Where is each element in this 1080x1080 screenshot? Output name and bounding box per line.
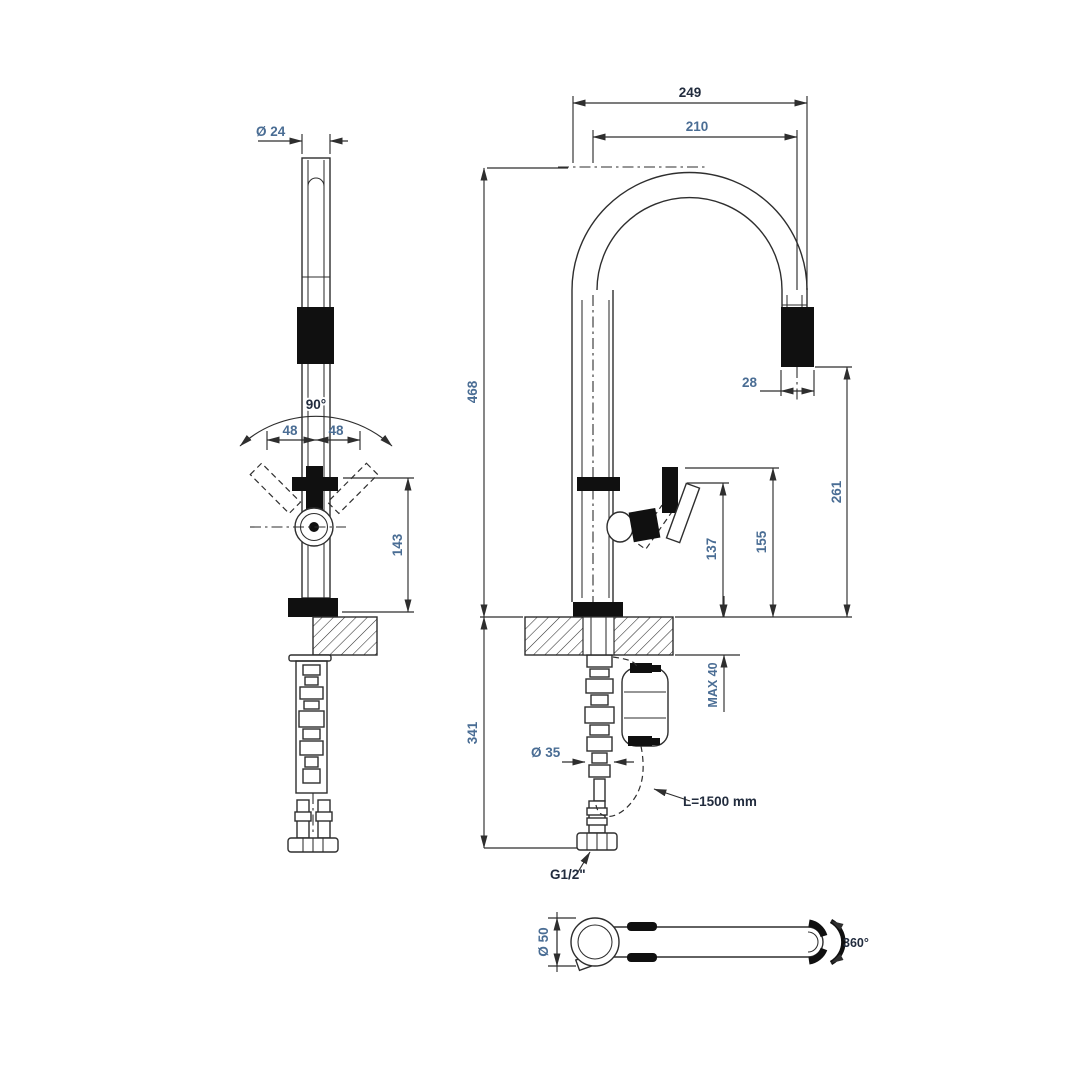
dim-swing-right-label: 48 bbox=[328, 423, 344, 438]
dim-tube-diameter-label: Ø 24 bbox=[256, 124, 286, 139]
dim-35: Ø 35 bbox=[531, 745, 634, 766]
side-shank-assembly bbox=[295, 660, 328, 836]
top-rotation-indicator: 360° bbox=[829, 919, 869, 965]
label-thread: G1/2" bbox=[550, 851, 591, 882]
front-riser-column bbox=[571, 290, 623, 617]
dim-swing-left-label: 48 bbox=[282, 423, 298, 438]
side-swing-fan: 90° 48 48 bbox=[239, 395, 393, 450]
dim-lever-height-label: 137 bbox=[704, 538, 719, 561]
front-pullout-hose bbox=[595, 656, 644, 818]
dim-261: 261 bbox=[815, 366, 852, 618]
dim-341: 341 bbox=[465, 616, 592, 849]
dim-height-above-deck-label: 468 bbox=[465, 380, 480, 403]
dim-handle-top-height-label: 155 bbox=[754, 530, 769, 553]
dim-155: 155 bbox=[685, 467, 779, 618]
front-hose-weight bbox=[621, 663, 669, 747]
dim-swing-angle-label: 90° bbox=[306, 397, 326, 412]
dim-swivel-angle-label: 360° bbox=[843, 936, 869, 950]
dim-spout-reach-label: 210 bbox=[686, 119, 709, 134]
dim-210: 210 bbox=[592, 119, 798, 290]
dim-468: 468 bbox=[465, 167, 568, 618]
dim-thread-label: G1/2" bbox=[550, 867, 586, 882]
side-supply-connectors bbox=[287, 799, 339, 853]
front-shank-assembly bbox=[576, 654, 618, 851]
dim-handle-height-label: 143 bbox=[390, 533, 405, 556]
side-valve-body bbox=[250, 507, 346, 547]
front-base-collar bbox=[573, 602, 623, 617]
front-handle-assembly bbox=[606, 467, 701, 551]
side-view: Ø 24 90° 48 48 bbox=[239, 124, 414, 853]
side-mounting-flange bbox=[288, 654, 332, 662]
side-cross-handle bbox=[292, 466, 338, 512]
top-base-and-spout bbox=[570, 917, 828, 972]
front-gooseneck bbox=[571, 171, 814, 400]
dim-spray-tip-height-label: 261 bbox=[829, 480, 844, 503]
front-countertop bbox=[480, 616, 852, 656]
dim-overall-reach-label: 249 bbox=[679, 85, 702, 100]
side-knurled-grip bbox=[297, 307, 334, 364]
dim-143: 143 bbox=[342, 477, 414, 613]
dim-spray-width-label: 28 bbox=[742, 375, 758, 390]
dim-hose-length-label: L=1500 mm bbox=[683, 794, 757, 809]
dim-base-diameter-label: Ø 50 bbox=[536, 927, 551, 956]
dim-50: Ø 50 bbox=[536, 912, 576, 972]
side-base-collar bbox=[288, 598, 338, 617]
front-spray-head bbox=[781, 307, 814, 367]
top-view: Ø 50 360° bbox=[536, 912, 869, 972]
label-hose-length: L=1500 mm bbox=[653, 788, 757, 809]
dim-137: 137 bbox=[687, 482, 729, 618]
side-handle-alt-positions bbox=[249, 462, 379, 515]
dim-max-thickness-label: MAX 40 bbox=[706, 662, 720, 707]
dim-28: 28 bbox=[742, 370, 815, 396]
front-view: 249 210 bbox=[465, 85, 852, 882]
dim-249: 249 bbox=[572, 85, 808, 288]
dim-max40: MAX 40 bbox=[706, 596, 728, 712]
side-countertop-section bbox=[312, 616, 378, 656]
dim-below-deck-label: 341 bbox=[465, 721, 480, 744]
dim-shank-diameter-label: Ø 35 bbox=[531, 745, 561, 760]
